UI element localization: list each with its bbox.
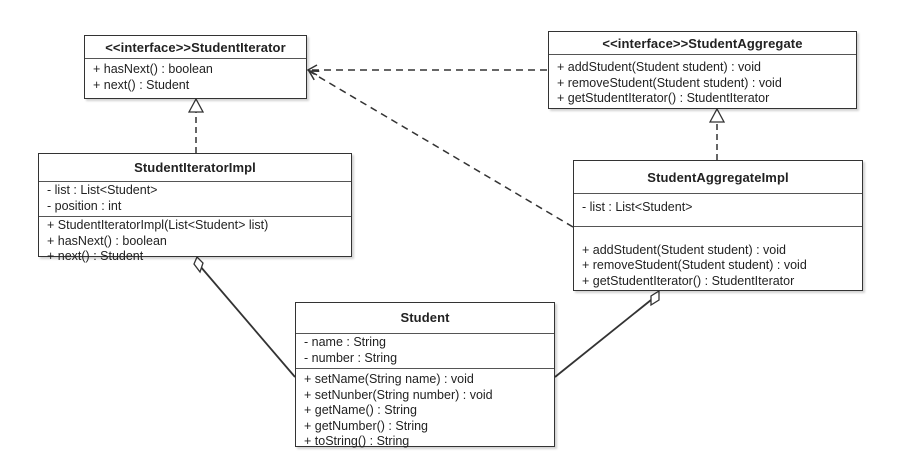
method-row: + setName(String name) : void [304,372,474,386]
method-row: + hasNext() : boolean [93,62,213,76]
class-title: <<interface>>StudentIterator [85,36,306,59]
attributes-section: - name : String - number : String [296,334,554,369]
method-row: + removeStudent(Student student) : void [557,75,782,90]
method-row: + addStudent(Student student) : void [557,60,761,74]
class-title: Student [296,303,554,334]
class-student-aggregate-impl: StudentAggregateImpl - list : List<Stude… [573,160,863,291]
class-title: StudentAggregateImpl [574,161,862,194]
class-student: Student - name : String - number : Strin… [295,302,555,448]
method-row: + hasNext() : boolean [47,233,167,248]
attribute-row: - name : String [304,335,386,349]
class-student-aggregate: <<interface>>StudentAggregate + addStude… [548,31,857,109]
class-title: StudentIteratorImpl [39,154,351,182]
method-row: + removeStudent(Student student) : void [582,258,807,272]
aggregation-line-iteratorimpl-student [199,265,296,378]
method-row: + getNumber() : String [304,418,429,433]
dependency-line-aggregateimpl-to-iterator [307,70,574,228]
realization-arrowhead-aggregate [708,107,726,123]
method-row: + getStudentIterator() : StudentIterator [582,273,795,288]
class-student-iterator: <<interface>>StudentIterator + hasNext()… [84,35,307,99]
attribute-row: - position : int [47,198,122,213]
methods-section: + setName(String name) : void + setNunbe… [296,369,554,452]
methods-section: + addStudent(Student student) : void + r… [549,55,856,109]
method-row: + getStudentIterator() : StudentIterator [557,91,770,105]
method-row: + getName() : String [304,403,417,417]
methods-section: + addStudent(Student student) : void + r… [574,227,862,292]
attribute-row: - number : String [304,350,398,365]
class-student-iterator-impl: StudentIteratorImpl - list : List<Studen… [38,153,352,263]
method-row: + StudentIteratorImpl(List<Student> list… [47,218,269,232]
method-row: + toString() : String [304,434,410,448]
attributes-section: - list : List<Student> [574,194,862,227]
methods-section: + hasNext() : boolean + next() : Student [85,59,306,95]
aggregation-diamond-aggregateimpl [650,289,660,307]
class-title: <<interface>>StudentAggregate [549,32,856,55]
realization-arrowhead-iterator [187,97,205,113]
method-row: + addStudent(Student student) : void [582,242,786,257]
attribute-row: - list : List<Student> [47,183,158,197]
methods-section: + StudentIteratorImpl(List<Student> list… [39,217,351,267]
method-row: + next() : Student [93,77,190,92]
method-row: + next() : Student [47,249,144,263]
aggregation-diamond-iteratorimpl [193,255,204,274]
attribute-row: - list : List<Student> [582,200,693,214]
attributes-section: - list : List<Student> - position : int [39,182,351,217]
aggregation-line-aggregateimpl-student [554,299,652,378]
method-row: + setNunber(String number) : void [304,387,493,402]
